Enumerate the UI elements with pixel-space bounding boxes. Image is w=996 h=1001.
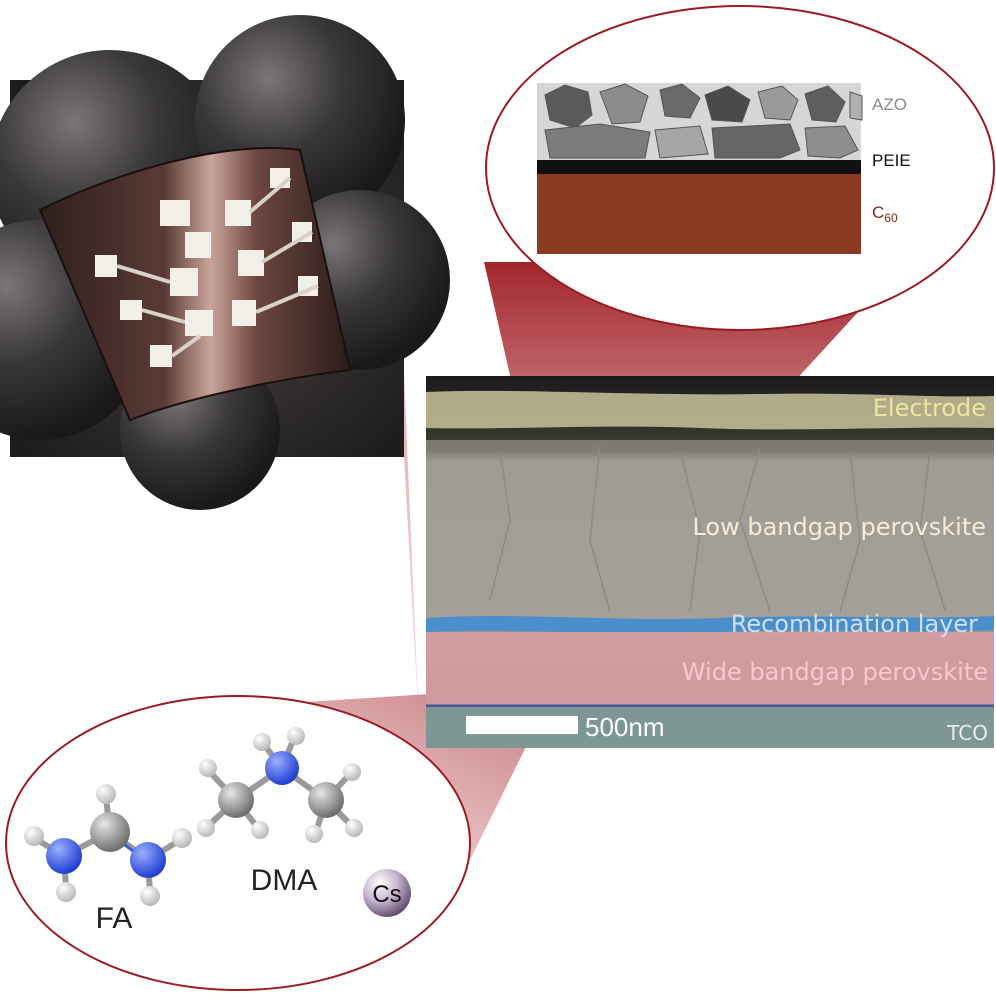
dma-label: DMA	[251, 864, 318, 897]
recombination-label: Recombination layer	[731, 610, 978, 638]
molecule-inset: FA	[5, 695, 471, 991]
c60-layer	[537, 174, 861, 254]
scale-bar-label: 500nm	[585, 712, 665, 742]
sem-cross-section: 500nm Electrode Low bandgap perovskite R…	[426, 376, 994, 748]
scale-bar	[466, 716, 578, 734]
recombination-band	[426, 616, 994, 634]
low-bandgap-label: Low bandgap perovskite	[692, 513, 986, 541]
azo-label: AZO	[872, 95, 907, 114]
azo-nanoparticles	[544, 83, 863, 159]
tco-label: TCO	[946, 721, 988, 745]
peie-label: PEIE	[872, 151, 911, 170]
wide-bandgap-label: Wide bandgap perovskite	[682, 658, 988, 686]
device-photo	[0, 15, 450, 510]
fa-molecule	[24, 784, 192, 906]
low-bandgap-band	[426, 440, 994, 620]
cs-atom	[363, 869, 411, 917]
wide-bandgap-band	[426, 632, 994, 704]
cs-label: Cs	[372, 881, 401, 908]
fa-label: FA	[96, 902, 133, 935]
electrode-band	[426, 390, 994, 430]
c60-label: C60	[872, 203, 898, 225]
dma-molecule	[197, 727, 363, 843]
layer-stack-inset: AZO PEIE C60	[485, 5, 995, 331]
peie-layer	[537, 160, 861, 174]
electrode-label: Electrode	[873, 394, 986, 422]
